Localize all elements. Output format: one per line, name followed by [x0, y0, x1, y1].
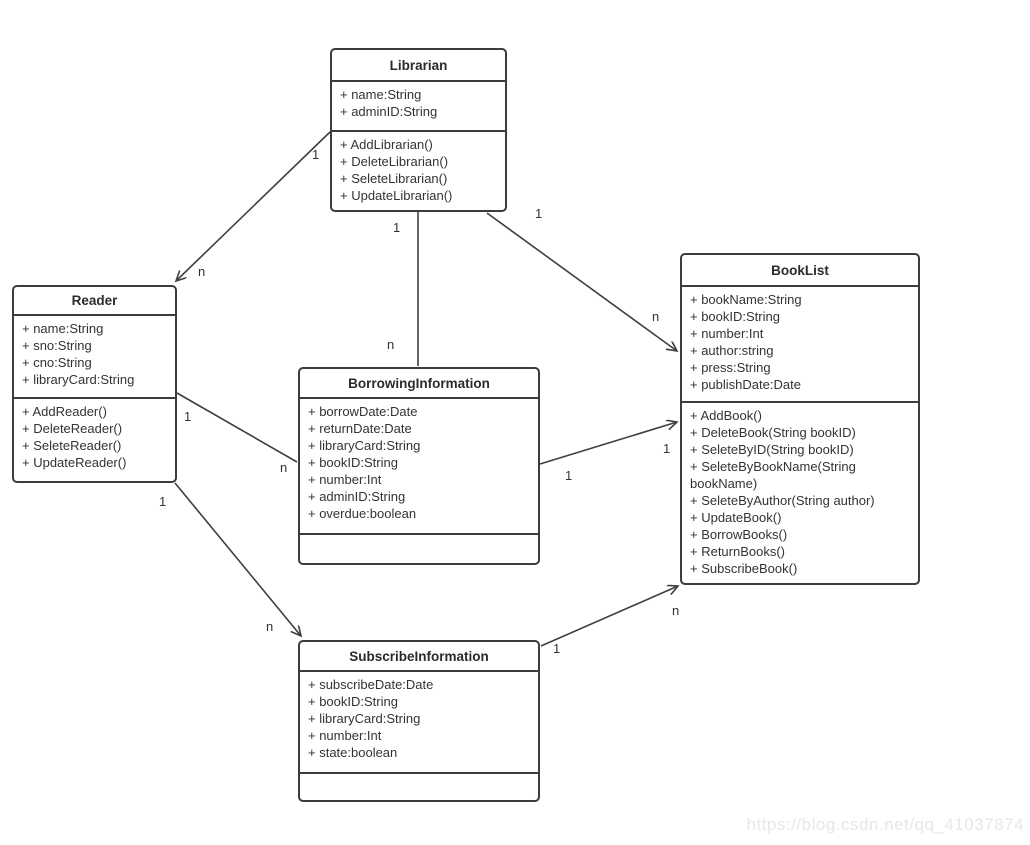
multiplicity-label: 1: [663, 441, 671, 456]
attribute: + number:Int: [308, 728, 382, 743]
attribute: + cno:String: [22, 355, 92, 370]
methods-compartment: + AddReader() + DeleteReader() + SeleteR…: [14, 397, 175, 481]
edge-reader-subscribeinformation: [174, 482, 301, 636]
methods-compartment: + AddBook() + DeleteBook(String bookID) …: [682, 401, 918, 583]
edge-borrowinginformation-booklist: [539, 422, 677, 465]
method: + AddReader(): [22, 404, 107, 419]
multiplicity-label: 1: [184, 409, 192, 424]
methods-compartment: [300, 533, 538, 563]
attribute: + number:Int: [308, 472, 382, 487]
class-title: BookList: [771, 262, 829, 278]
multiplicity-label: 1: [312, 147, 320, 162]
multiplicity-label: n: [198, 264, 206, 279]
methods-compartment: + AddLibrarian() + DeleteLibrarian() + S…: [332, 130, 505, 210]
class-borrowinginformation: BorrowingInformation + borrowDate:Date +…: [298, 367, 540, 565]
attribute: + borrowDate:Date: [308, 404, 418, 419]
multiplicity-label: 1: [393, 220, 401, 235]
attribute: + bookID:String: [308, 455, 398, 470]
attribute: + publishDate:Date: [690, 377, 801, 392]
class-title: Reader: [71, 293, 118, 308]
attribute: + name:String: [22, 321, 104, 336]
edge-reader-borrowinginformation: [176, 392, 298, 463]
method: + ReturnBooks(): [690, 544, 786, 559]
edge-librarian-reader: [176, 131, 331, 281]
class-booklist: BookList + bookName:String + bookID:Stri…: [680, 253, 920, 585]
attributes-compartment: + bookName:String + bookID:String + numb…: [682, 285, 918, 401]
class-title: Librarian: [389, 57, 448, 73]
class-title: SubscribeInformation: [349, 648, 489, 664]
method: + BorrowBooks(): [690, 527, 788, 542]
attribute: + bookID:String: [308, 694, 398, 709]
method: + SeleteLibrarian(): [340, 171, 448, 186]
method: + SubscribeBook(): [690, 561, 798, 576]
method: + DeleteReader(): [22, 421, 123, 436]
method: + SeleteByAuthor(String author): [690, 493, 875, 508]
attribute: + adminID:String: [340, 104, 438, 119]
attribute: + libraryCard:String: [308, 438, 421, 453]
method: + DeleteLibrarian(): [340, 154, 449, 169]
attribute: + overdue:boolean: [308, 506, 417, 521]
multiplicity-label: n: [280, 460, 288, 475]
attribute: + name:String: [340, 87, 422, 102]
watermark: https://blog.csdn.net/qq_41037874: [746, 815, 1024, 834]
class-reader: Reader + name:String + sno:String + cno:…: [12, 285, 177, 483]
method: + SeleteByID(String bookID): [690, 442, 854, 457]
attribute: + press:String: [690, 360, 771, 375]
method: + UpdateReader(): [22, 455, 127, 470]
multiplicity-label: 1: [565, 468, 573, 483]
class-subscribeinformation: SubscribeInformation + subscribeDate:Dat…: [298, 640, 540, 802]
class-title: BorrowingInformation: [348, 375, 490, 391]
attribute: + subscribeDate:Date: [308, 677, 434, 692]
attribute: + returnDate:Date: [308, 421, 412, 436]
method: + DeleteBook(String bookID): [690, 425, 856, 440]
edge-librarian-booklist: [486, 212, 677, 351]
attribute: + bookID:String: [690, 309, 780, 324]
attribute: + adminID:String: [308, 489, 406, 504]
multiplicity-label: 1: [553, 641, 561, 656]
attribute: + sno:String: [22, 338, 92, 353]
attributes-compartment: + borrowDate:Date + returnDate:Date + li…: [300, 397, 538, 533]
edge-subscribeinformation-booklist: [540, 586, 678, 647]
attributes-compartment: + name:String + adminID:String: [332, 80, 505, 130]
attributes-compartment: + subscribeDate:Date + bookID:String + l…: [300, 670, 538, 772]
multiplicity-label: n: [387, 337, 395, 352]
multiplicity-label: n: [672, 603, 680, 618]
multiplicity-label: 1: [535, 206, 543, 221]
multiplicity-label: n: [266, 619, 274, 634]
multiplicity-label: n: [652, 309, 660, 324]
attribute: + number:Int: [690, 326, 764, 341]
method: + SeleteReader(): [22, 438, 122, 453]
attribute: + bookName:String: [690, 292, 802, 307]
method: + AddLibrarian(): [340, 137, 433, 152]
attribute: + state:boolean: [308, 745, 398, 760]
class-librarian: Librarian + name:String + adminID:String…: [330, 48, 507, 212]
attribute: + author:string: [690, 343, 774, 358]
attribute: + libraryCard:String: [22, 372, 135, 387]
multiplicity-label: 1: [159, 494, 167, 509]
methods-compartment: [300, 772, 538, 800]
method: + AddBook(): [690, 408, 762, 423]
attributes-compartment: + name:String + sno:String + cno:String …: [14, 314, 175, 397]
method: + SeleteByBookName(String bookName): [690, 459, 856, 491]
method: + UpdateBook(): [690, 510, 782, 525]
method: + UpdateLibrarian(): [340, 188, 453, 203]
attribute: + libraryCard:String: [308, 711, 421, 726]
